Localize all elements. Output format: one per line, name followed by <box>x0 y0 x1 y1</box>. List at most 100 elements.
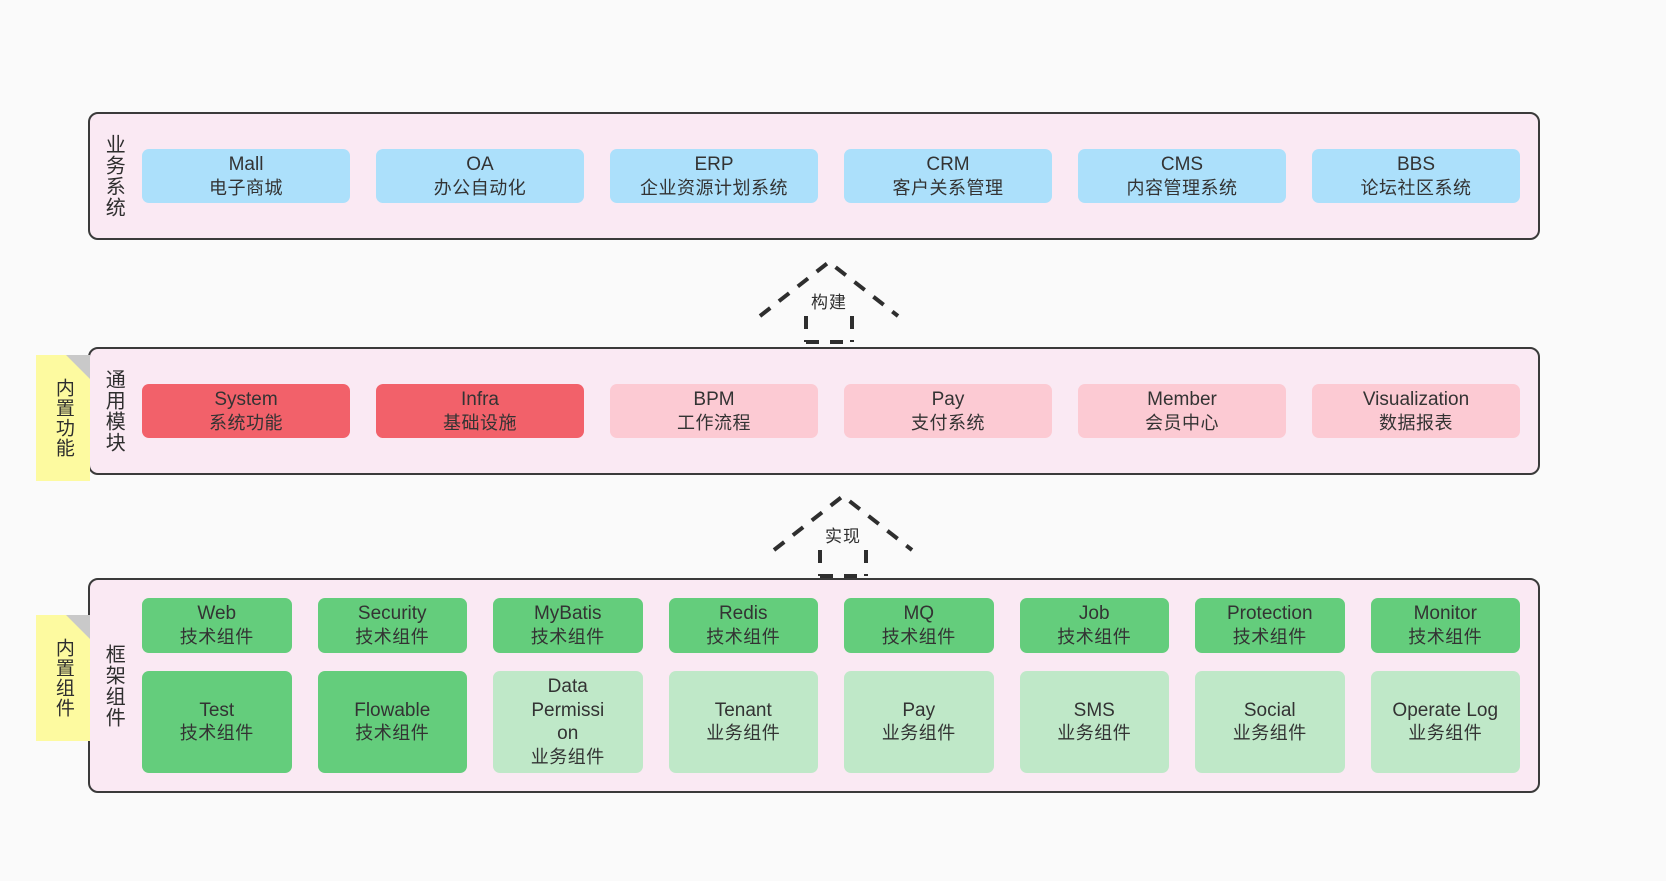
card-bpm[interactable]: BPM 工作流程 <box>610 383 818 439</box>
card-title: MyBatis <box>533 602 602 624</box>
note-label: 内置功能 <box>52 378 74 458</box>
card-title: SMS <box>1073 699 1115 721</box>
card-title: ERP <box>694 153 734 175</box>
card-tenant[interactable]: Tenant 业务组件 <box>668 670 818 774</box>
card-subtitle: 基础设施 <box>443 412 517 433</box>
card-row: Test 技术组件 Flowable 技术组件 Data Permission … <box>142 670 1520 774</box>
implement-arrow: 实现 <box>770 492 916 578</box>
card-subtitle: 技术组件 <box>706 626 781 647</box>
band-cards-framework-components: Web 技术组件 Security 技术组件 MyBatis 技术组件 Redi… <box>136 580 1538 791</box>
card-bbs[interactable]: BBS 论坛社区系统 <box>1312 148 1520 204</box>
card-subtitle: 技术组件 <box>355 723 430 744</box>
card-title: Data Permission <box>531 675 605 745</box>
card-subtitle: 支付系统 <box>911 412 985 433</box>
card-mq[interactable]: MQ 技术组件 <box>844 597 994 653</box>
card-title: MQ <box>903 602 935 624</box>
card-subtitle: 技术组件 <box>179 626 254 647</box>
card-title: Redis <box>718 602 768 624</box>
card-test[interactable]: Test 技术组件 <box>142 670 292 774</box>
card-title: Test <box>199 699 235 721</box>
card-title: Job <box>1078 602 1110 624</box>
implement-arrow-label: 实现 <box>825 527 861 546</box>
card-row: Web 技术组件 Security 技术组件 MyBatis 技术组件 Redi… <box>142 597 1520 653</box>
card-title: Security <box>357 602 427 624</box>
card-title: Monitor <box>1413 602 1477 624</box>
band-business-systems: 业务系统 Mall 电子商城 OA 办公自动化 ERP 企业资源计划系统 CRM… <box>88 112 1540 240</box>
band-common-modules: 通用模块 System 系统功能 Infra 基础设施 BPM 工作流程 Pay… <box>88 347 1540 475</box>
card-subtitle: 业务组件 <box>1408 723 1483 744</box>
card-subtitle: 业务组件 <box>1057 723 1132 744</box>
card-oa[interactable]: OA 办公自动化 <box>376 148 584 204</box>
card-title: BBS <box>1396 153 1436 175</box>
card-mall[interactable]: Mall 电子商城 <box>142 148 350 204</box>
card-cms[interactable]: CMS 内容管理系统 <box>1078 148 1286 204</box>
card-title: Web <box>197 602 237 624</box>
card-subtitle: 数据报表 <box>1379 412 1453 433</box>
card-job[interactable]: Job 技术组件 <box>1019 597 1169 653</box>
card-subtitle: 系统功能 <box>209 412 283 433</box>
card-title: Visualization <box>1362 388 1470 410</box>
note-builtin-components: 内置组件 <box>36 615 90 741</box>
card-title: Protection <box>1226 602 1313 624</box>
band-label-common-modules: 通用模块 <box>102 369 125 453</box>
card-subtitle: 工作流程 <box>677 412 751 433</box>
band-framework-components: 框架组件 Web 技术组件 Security 技术组件 MyBatis 技术组件… <box>88 578 1540 793</box>
card-erp[interactable]: ERP 企业资源计划系统 <box>610 148 818 204</box>
card-title: Pay <box>931 388 965 410</box>
card-title: Operate Log <box>1392 699 1499 721</box>
card-subtitle: 业务组件 <box>706 723 781 744</box>
card-pay-component[interactable]: Pay 业务组件 <box>844 670 994 774</box>
note-fold-icon <box>66 615 90 639</box>
note-label: 内置组件 <box>52 638 74 718</box>
card-monitor[interactable]: Monitor 技术组件 <box>1370 597 1520 653</box>
card-subtitle: 企业资源计划系统 <box>640 177 788 198</box>
card-title: System <box>214 388 278 410</box>
card-row: System 系统功能 Infra 基础设施 BPM 工作流程 Pay 支付系统… <box>142 383 1520 439</box>
card-redis[interactable]: Redis 技术组件 <box>668 597 818 653</box>
note-fold-icon <box>66 355 90 379</box>
card-protection[interactable]: Protection 技术组件 <box>1195 597 1345 653</box>
band-cards-business-systems: Mall 电子商城 OA 办公自动化 ERP 企业资源计划系统 CRM 客户关系… <box>136 114 1538 238</box>
card-title: Social <box>1243 699 1296 721</box>
note-builtin-features: 内置功能 <box>36 355 90 481</box>
card-subtitle: 会员中心 <box>1145 412 1219 433</box>
card-infra[interactable]: Infra 基础设施 <box>376 383 584 439</box>
card-social[interactable]: Social 业务组件 <box>1195 670 1345 774</box>
card-subtitle: 电子商城 <box>209 177 283 198</box>
card-subtitle: 客户关系管理 <box>892 177 1004 198</box>
card-web[interactable]: Web 技术组件 <box>142 597 292 653</box>
card-row: Mall 电子商城 OA 办公自动化 ERP 企业资源计划系统 CRM 客户关系… <box>142 148 1520 204</box>
band-label-business-systems: 业务系统 <box>102 134 125 218</box>
card-title: Tenant <box>714 699 772 721</box>
card-subtitle: 技术组件 <box>881 626 956 647</box>
card-sms[interactable]: SMS 业务组件 <box>1019 670 1169 774</box>
card-title: BPM <box>693 388 735 410</box>
card-subtitle: 办公自动化 <box>433 177 527 198</box>
build-arrow-label: 构建 <box>811 293 847 312</box>
card-mybatis[interactable]: MyBatis 技术组件 <box>493 597 643 653</box>
card-subtitle: 技术组件 <box>530 626 605 647</box>
card-title: CRM <box>926 153 970 175</box>
card-title: Mall <box>228 153 264 175</box>
card-subtitle: 业务组件 <box>530 747 605 768</box>
band-label-framework-components: 框架组件 <box>102 643 125 728</box>
card-title: OA <box>466 153 494 175</box>
card-crm[interactable]: CRM 客户关系管理 <box>844 148 1052 204</box>
card-member[interactable]: Member 会员中心 <box>1078 383 1286 439</box>
card-security[interactable]: Security 技术组件 <box>317 597 467 653</box>
card-title: Pay <box>902 699 936 721</box>
card-title: Member <box>1147 388 1217 410</box>
card-visualization[interactable]: Visualization 数据报表 <box>1312 383 1520 439</box>
card-flowable[interactable]: Flowable 技术组件 <box>317 670 467 774</box>
card-subtitle: 技术组件 <box>1408 626 1483 647</box>
card-title: Flowable <box>354 699 431 721</box>
card-subtitle: 业务组件 <box>1232 723 1307 744</box>
card-subtitle: 业务组件 <box>881 723 956 744</box>
card-subtitle: 技术组件 <box>355 626 430 647</box>
card-subtitle: 技术组件 <box>1057 626 1132 647</box>
card-pay[interactable]: Pay 支付系统 <box>844 383 1052 439</box>
card-data-permission[interactable]: Data Permission 业务组件 <box>493 670 643 774</box>
card-system[interactable]: System 系统功能 <box>142 383 350 439</box>
card-operate-log[interactable]: Operate Log 业务组件 <box>1370 670 1520 774</box>
